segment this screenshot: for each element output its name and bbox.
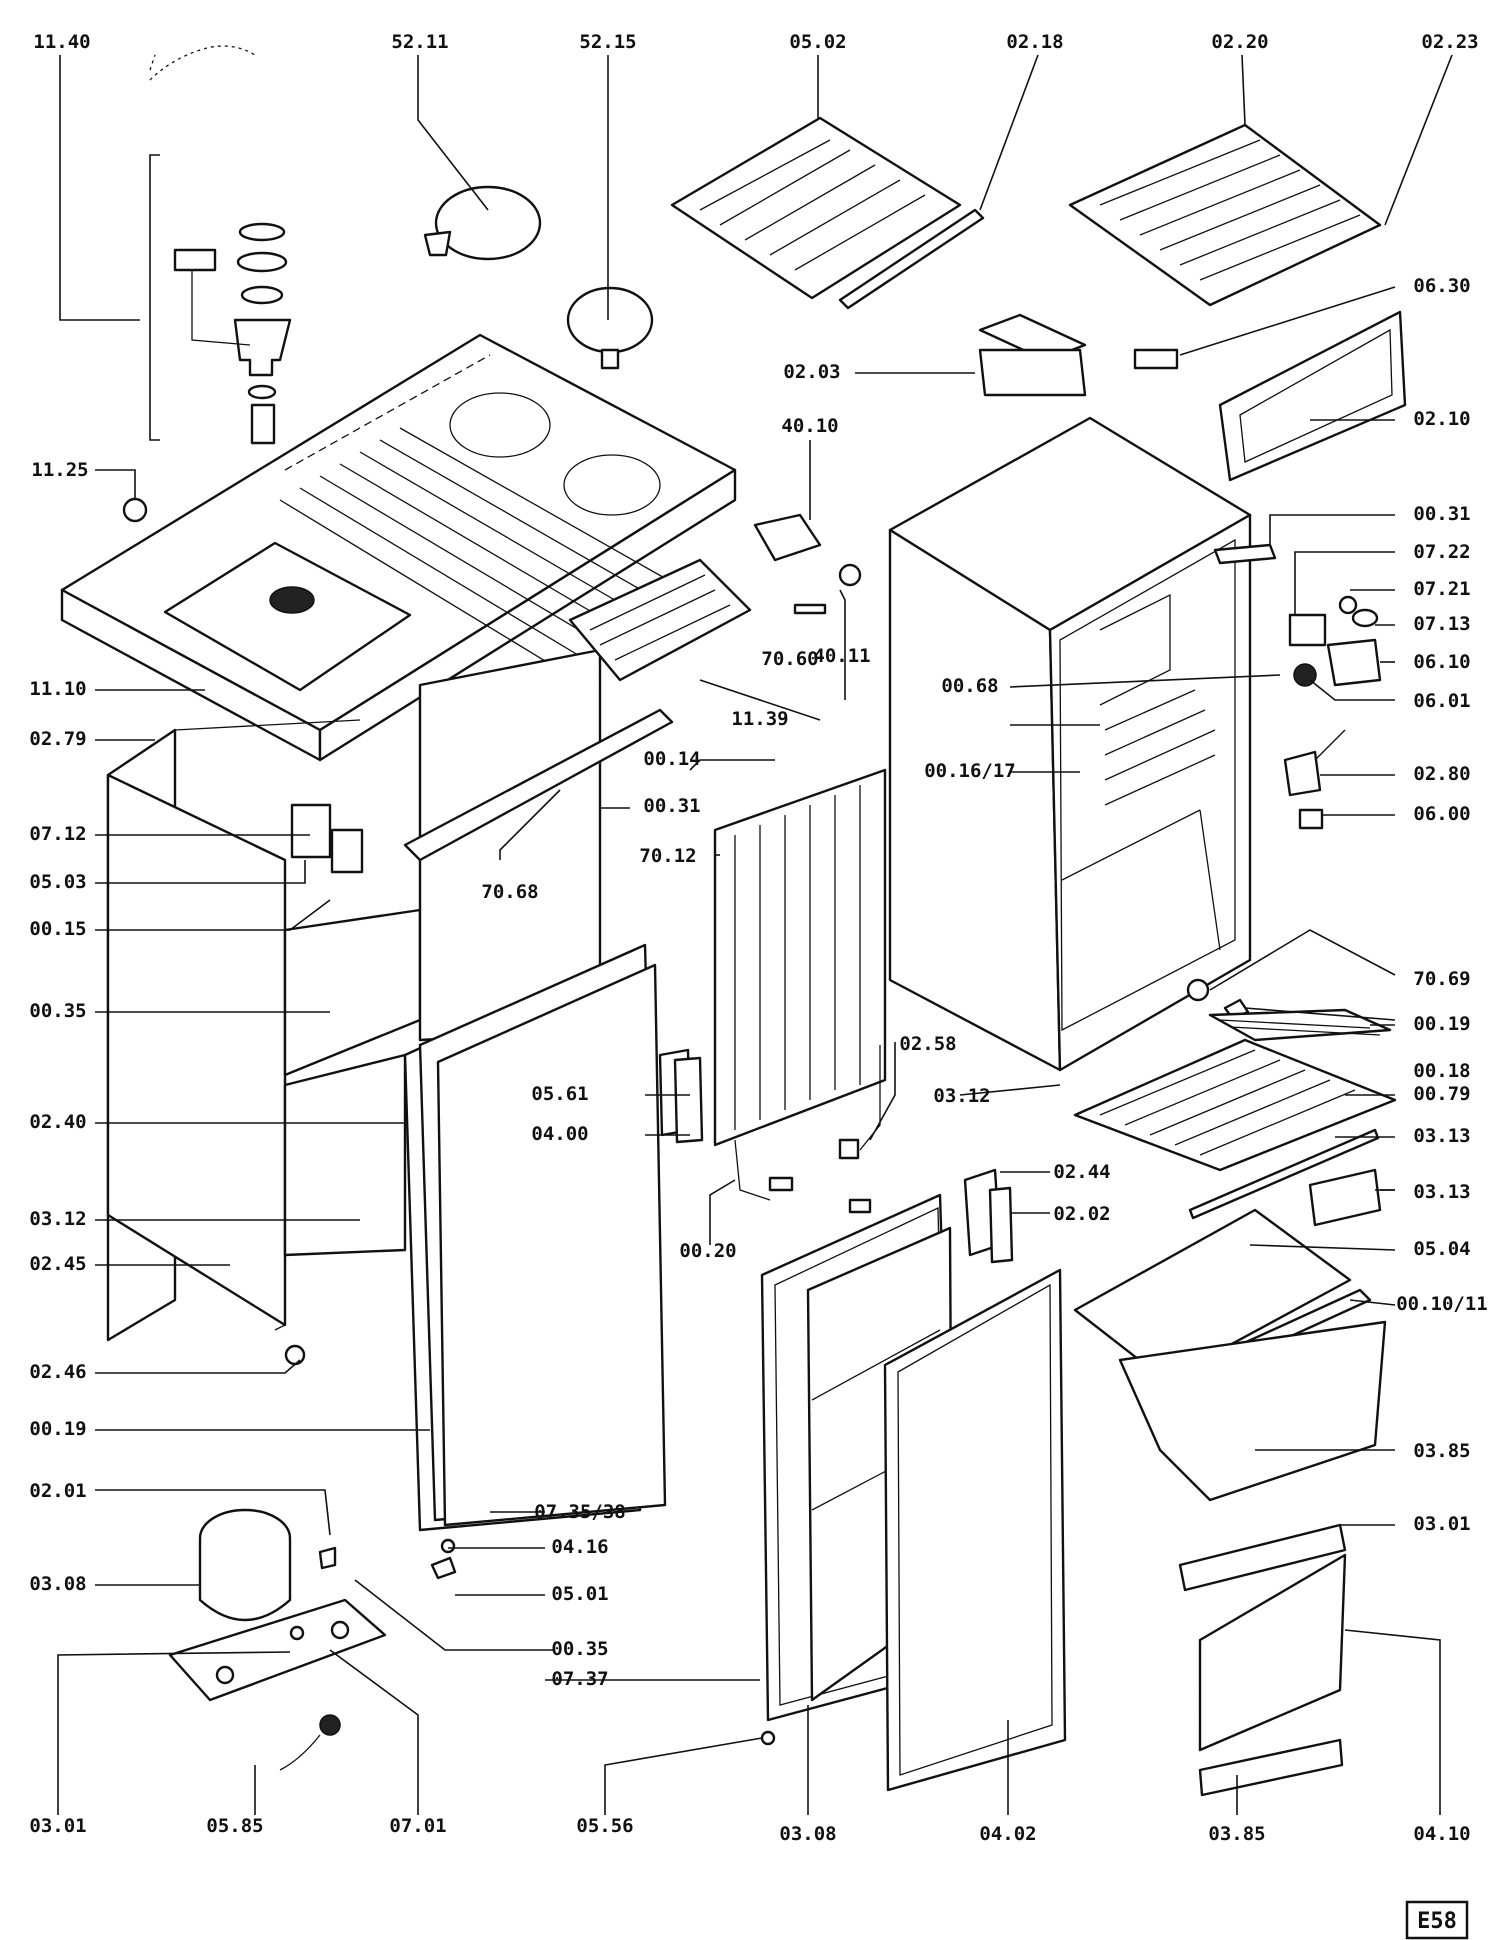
part-label: 06.30 bbox=[1413, 275, 1470, 297]
part-number-labels: 11.40 52.11 52.15 05.02 02.18 02.20 02.23 06.30… bbox=[0, 0, 1488, 1845]
cabinet-housing bbox=[106, 648, 674, 1342]
part-label: 02.58 bbox=[899, 1033, 956, 1055]
part-label: 07.01 bbox=[389, 1815, 446, 1837]
worktop-with-sink-and-hotplates bbox=[60, 333, 737, 762]
part-label: 52.15 bbox=[579, 31, 636, 53]
refrigerator-door bbox=[760, 1168, 1067, 1792]
condenser-coil bbox=[713, 768, 887, 1201]
part-label: 00.20 bbox=[679, 1240, 736, 1262]
part-label: 04.16 bbox=[551, 1536, 608, 1558]
part-label: 00.19 bbox=[29, 1418, 86, 1440]
part-label: 03.08 bbox=[779, 1823, 836, 1845]
ice-tray-and-shelves bbox=[670, 116, 1407, 482]
part-label: 00.31 bbox=[643, 795, 700, 817]
page-code: E58 bbox=[1417, 1909, 1457, 1934]
part-label: 04.00 bbox=[531, 1123, 588, 1145]
part-label: 00.18 bbox=[1413, 1060, 1470, 1082]
refrigerator-cabinet bbox=[888, 416, 1277, 1072]
part-label: 02.40 bbox=[29, 1111, 86, 1133]
part-label: 04.10 bbox=[1413, 1823, 1470, 1845]
part-label: 07.22 bbox=[1413, 541, 1470, 563]
part-label: 03.12 bbox=[29, 1208, 86, 1230]
part-label: 00.68 bbox=[941, 675, 998, 697]
part-label: 11.39 bbox=[731, 708, 788, 730]
part-label: 06.00 bbox=[1413, 803, 1470, 825]
part-label: 05.85 bbox=[206, 1815, 263, 1837]
leader-lines bbox=[57, 54, 1453, 1815]
parts-drawing bbox=[60, 45, 1407, 1797]
part-label: 03.01 bbox=[1413, 1513, 1470, 1535]
part-label: 52.11 bbox=[391, 31, 448, 53]
hob-cover-plates bbox=[423, 185, 654, 370]
part-label: 06.01 bbox=[1413, 690, 1470, 712]
sink-drain-assembly bbox=[149, 45, 292, 445]
part-label: 05.03 bbox=[29, 871, 86, 893]
part-label: 00.10/11 bbox=[1396, 1293, 1488, 1315]
part-label: 07.21 bbox=[1413, 578, 1470, 600]
freezer-door bbox=[403, 943, 704, 1580]
part-label: 02.80 bbox=[1413, 763, 1470, 785]
part-label: 02.01 bbox=[29, 1480, 86, 1502]
part-label: 03.13 bbox=[1413, 1181, 1470, 1203]
part-label: 05.01 bbox=[551, 1583, 608, 1605]
part-label: 40.10 bbox=[781, 415, 838, 437]
part-label: 05.56 bbox=[576, 1815, 633, 1837]
part-label: 40.11 bbox=[813, 645, 870, 667]
part-label: 07.12 bbox=[29, 823, 86, 845]
part-label: 02.46 bbox=[29, 1361, 86, 1383]
part-label: 70.69 bbox=[1413, 968, 1470, 990]
part-label: 03.85 bbox=[1208, 1823, 1265, 1845]
thermostat-and-controls bbox=[290, 513, 862, 874]
compressor-assembly bbox=[168, 1344, 387, 1771]
part-label: 70.12 bbox=[639, 845, 696, 867]
part-label: 02.03 bbox=[783, 361, 840, 383]
part-label: 11.40 bbox=[33, 31, 90, 53]
part-label: 07.35/38 bbox=[534, 1501, 626, 1523]
part-label: 02.18 bbox=[1006, 31, 1063, 53]
part-label: 00.79 bbox=[1413, 1083, 1470, 1105]
part-label: 03.12 bbox=[933, 1085, 990, 1107]
part-label: 00.35 bbox=[29, 1000, 86, 1022]
part-label: 07.13 bbox=[1413, 613, 1470, 635]
mounting-bracket bbox=[568, 558, 752, 682]
part-label: 00.15 bbox=[29, 918, 86, 940]
part-label: 05.04 bbox=[1413, 1238, 1470, 1260]
part-label: 03.01 bbox=[29, 1815, 86, 1837]
part-label: 02.10 bbox=[1413, 408, 1470, 430]
misc-small-parts bbox=[122, 497, 148, 523]
part-label: 03.08 bbox=[29, 1573, 86, 1595]
part-label: 03.13 bbox=[1413, 1125, 1470, 1147]
part-label: 11.10 bbox=[29, 678, 86, 700]
part-label: 70.60 bbox=[761, 648, 818, 670]
part-label: 05.61 bbox=[531, 1083, 588, 1105]
part-label: 00.16/17 bbox=[924, 760, 1016, 782]
part-label: 02.02 bbox=[1053, 1203, 1110, 1225]
part-label: 00.14 bbox=[643, 748, 700, 770]
part-label: 02.79 bbox=[29, 728, 86, 750]
part-label: 00.35 bbox=[551, 1638, 608, 1660]
page-code-box bbox=[1405, 1900, 1469, 1940]
part-label: 00.19 bbox=[1413, 1013, 1470, 1035]
part-label: 02.23 bbox=[1421, 31, 1478, 53]
part-label: 02.20 bbox=[1211, 31, 1268, 53]
part-label: 05.02 bbox=[789, 31, 846, 53]
interior-shelves bbox=[1073, 1008, 1397, 1797]
part-label: 00.31 bbox=[1413, 503, 1470, 525]
door-hinges-and-thermostat-parts bbox=[1186, 595, 1382, 1020]
part-label: 07.37 bbox=[551, 1668, 608, 1690]
part-label: 03.85 bbox=[1413, 1440, 1470, 1462]
part-label: 70.68 bbox=[481, 881, 538, 903]
part-label: 04.02 bbox=[979, 1823, 1036, 1845]
part-label: 11.25 bbox=[31, 459, 88, 481]
part-label: 04.24 bbox=[0, 0, 29, 5]
part-label: 02.44 bbox=[1053, 1161, 1110, 1183]
part-label: 02.45 bbox=[29, 1253, 86, 1275]
part-label: 06.10 bbox=[1413, 651, 1470, 673]
